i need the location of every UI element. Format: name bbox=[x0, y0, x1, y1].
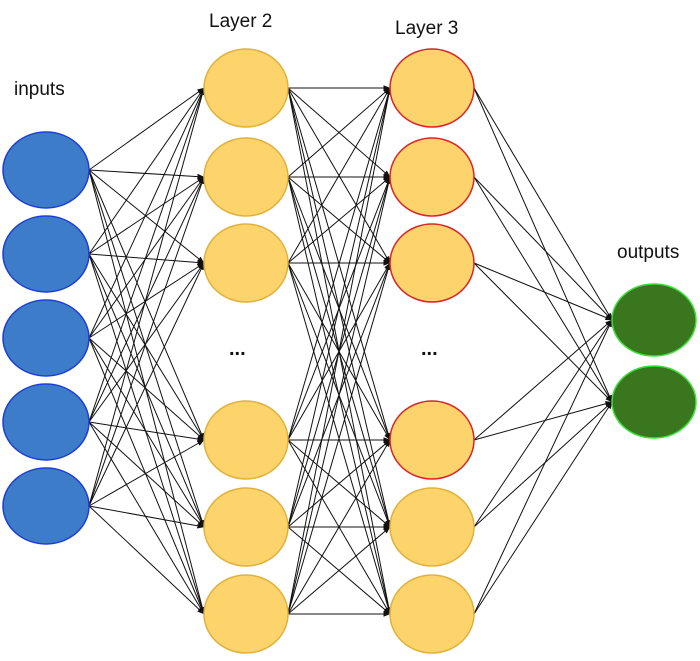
edge-inputs-1-to-layer2-2 bbox=[88, 253, 205, 266]
connection-edges bbox=[88, 85, 613, 617]
edge-layer3-3-to-outputs-1 bbox=[473, 401, 613, 441]
edge-layer2-4-to-layer3-0 bbox=[287, 87, 392, 528]
edge-inputs-0-to-layer2-4 bbox=[88, 169, 205, 528]
layer2-node-3 bbox=[203, 223, 289, 303]
layer2-node-2 bbox=[203, 137, 289, 217]
outputs-node-2 bbox=[611, 365, 697, 439]
inputs-node-1 bbox=[2, 131, 90, 209]
edge-layer3-1-to-outputs-1 bbox=[473, 176, 613, 403]
layer2-node-6 bbox=[203, 574, 289, 654]
layer2-node-5 bbox=[203, 487, 289, 567]
edge-inputs-3-to-layer2-5 bbox=[88, 421, 205, 615]
edge-inputs-1-to-layer2-5 bbox=[88, 253, 205, 615]
edge-inputs-0-to-layer2-0 bbox=[88, 87, 205, 171]
edge-layer3-0-to-outputs-0 bbox=[473, 87, 613, 321]
edge-layer3-4-to-outputs-0 bbox=[473, 319, 613, 528]
edge-layer2-4-to-layer3-3 bbox=[287, 439, 391, 528]
edge-layer3-2-to-outputs-0 bbox=[473, 262, 613, 321]
edge-inputs-0-to-layer2-5 bbox=[88, 169, 206, 615]
outputs-node-1 bbox=[611, 283, 697, 357]
edge-layer3-5-to-outputs-0 bbox=[473, 319, 613, 615]
edge-layer3-4-to-outputs-1 bbox=[473, 401, 613, 528]
edge-layer2-2-to-layer3-0 bbox=[287, 87, 391, 264]
layer2-node-1 bbox=[203, 48, 289, 128]
edge-inputs-3-to-layer2-3 bbox=[88, 421, 205, 442]
layer3-node-4 bbox=[389, 400, 475, 480]
layer2-ellipsis: ... bbox=[229, 338, 246, 360]
edge-inputs-3-to-layer2-4 bbox=[88, 421, 205, 528]
edge-inputs-2-to-layer2-0 bbox=[88, 87, 205, 339]
layer3-node-2 bbox=[389, 137, 475, 217]
network-nodes bbox=[2, 48, 697, 654]
edge-inputs-4-to-layer2-1 bbox=[88, 176, 205, 507]
inputs-node-4 bbox=[2, 383, 90, 461]
layer3-ellipsis: ... bbox=[421, 338, 438, 360]
edge-inputs-4-to-layer2-0 bbox=[88, 87, 205, 507]
edge-layer3-2-to-outputs-1 bbox=[473, 262, 613, 403]
edge-inputs-4-to-layer2-5 bbox=[88, 505, 205, 615]
edge-inputs-2-to-layer2-1 bbox=[88, 176, 205, 339]
edge-inputs-0-to-layer2-3 bbox=[88, 169, 205, 441]
edge-inputs-4-to-layer2-3 bbox=[88, 439, 205, 507]
edge-layer2-5-to-layer3-2 bbox=[287, 262, 391, 615]
edge-inputs-2-to-layer2-3 bbox=[88, 337, 205, 441]
edge-inputs-1-to-layer2-1 bbox=[88, 176, 205, 255]
edge-layer3-0-to-outputs-1 bbox=[473, 87, 613, 403]
edge-layer3-5-to-outputs-1 bbox=[473, 401, 613, 615]
edge-inputs-1-to-layer2-3 bbox=[88, 253, 205, 441]
edge-layer2-5-to-layer3-1 bbox=[287, 176, 392, 615]
layer3-node-5 bbox=[389, 487, 475, 567]
edge-layer2-5-to-layer3-3 bbox=[287, 439, 391, 615]
edge-layer2-1-to-layer3-0 bbox=[287, 87, 391, 178]
edge-inputs-2-to-layer2-5 bbox=[88, 337, 205, 615]
edge-layer3-1-to-outputs-0 bbox=[473, 176, 613, 321]
outputs-label: outputs bbox=[617, 242, 679, 263]
edge-layer2-5-to-layer3-0 bbox=[287, 87, 392, 615]
edge-layer2-2-to-layer3-1 bbox=[287, 176, 391, 264]
edge-layer2-3-to-layer3-0 bbox=[287, 87, 391, 441]
layer2-node-4 bbox=[203, 400, 289, 480]
edge-inputs-1-to-layer2-4 bbox=[88, 253, 205, 528]
layer3-node-1 bbox=[389, 48, 475, 128]
inputs-node-3 bbox=[2, 299, 90, 377]
edge-layer2-5-to-layer3-4 bbox=[287, 526, 391, 615]
edge-inputs-4-to-layer2-4 bbox=[88, 505, 205, 529]
edge-inputs-3-to-layer2-0 bbox=[88, 87, 205, 423]
inputs-label: inputs bbox=[14, 79, 65, 100]
edge-inputs-2-to-layer2-4 bbox=[88, 337, 205, 528]
layer3-node-3 bbox=[389, 223, 475, 303]
inputs-node-5 bbox=[2, 467, 90, 545]
layer3-node-6 bbox=[389, 574, 475, 654]
edge-layer3-3-to-outputs-0 bbox=[473, 319, 613, 441]
edge-inputs-0-to-layer2-2 bbox=[88, 169, 205, 264]
layer2-label: Layer 2 bbox=[209, 11, 272, 32]
layer3-label: Layer 3 bbox=[395, 18, 458, 39]
edge-inputs-0-to-layer2-1 bbox=[88, 169, 205, 180]
edge-inputs-1-to-layer2-0 bbox=[88, 87, 205, 255]
edge-inputs-3-to-layer2-1 bbox=[88, 176, 205, 423]
inputs-node-2 bbox=[2, 215, 90, 293]
edge-inputs-4-to-layer2-2 bbox=[88, 262, 205, 507]
